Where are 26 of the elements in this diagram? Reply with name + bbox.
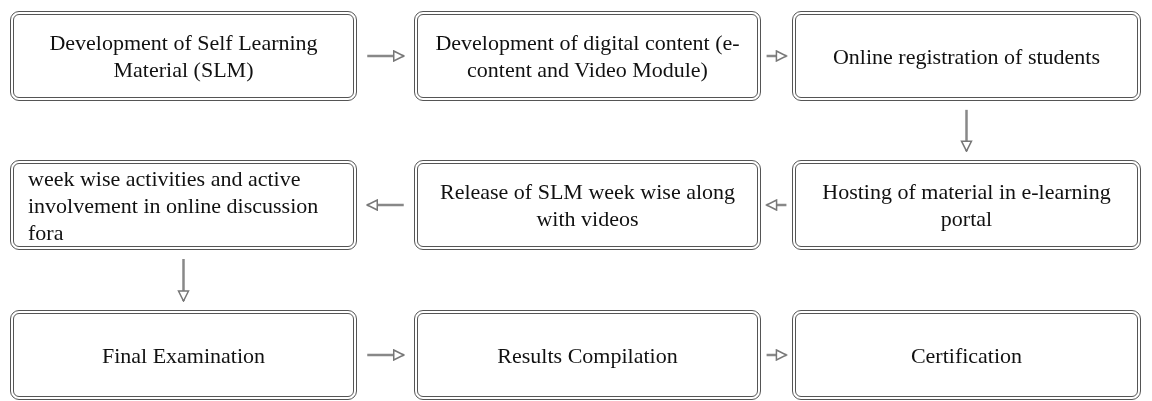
step-text: Online registration of students (833, 42, 1100, 70)
arrow (367, 50, 405, 62)
step-text: Hosting of material in e-learning portal (821, 178, 1112, 232)
process-box (414, 310, 761, 400)
step-text: Development of Self Learning Material (SLM) (48, 29, 319, 83)
process-box (792, 310, 1141, 400)
process-box (414, 11, 761, 101)
arrow (366, 199, 404, 211)
step-text: week wise activities and active involvement in online discussion fora (28, 164, 320, 246)
arrow (766, 50, 788, 62)
arrow (766, 349, 788, 361)
step-text: Release of SLM week wise along with videos (438, 178, 737, 232)
arrow (177, 259, 190, 302)
process-box (792, 11, 1141, 101)
process-box (414, 160, 761, 250)
arrow (367, 349, 405, 361)
step-text: Development of digital content (e-content and Video Module) (434, 29, 741, 83)
step-text: Final Examination (101, 341, 266, 369)
process-box (10, 11, 357, 101)
step-text: Certification (910, 341, 1023, 369)
arrow (960, 109, 973, 152)
process-box (792, 160, 1141, 250)
step-text: Results Compilation (497, 341, 678, 369)
process-box (10, 310, 357, 400)
process-box (10, 160, 357, 250)
arrow (765, 199, 787, 211)
